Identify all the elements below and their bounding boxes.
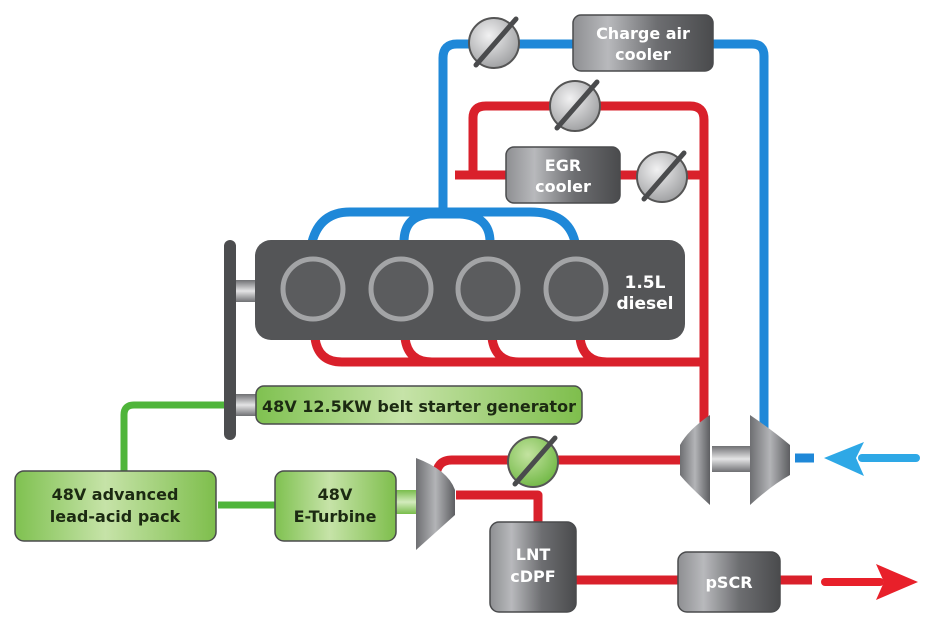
electrical-lines bbox=[120, 401, 276, 509]
cylinder-3 bbox=[455, 256, 521, 322]
engine-label-1: 1.5L bbox=[625, 273, 666, 293]
egr-cooler-label-2: cooler bbox=[535, 177, 591, 196]
cylinder-2 bbox=[368, 256, 434, 322]
engine-block: 1.5L diesel bbox=[255, 240, 685, 340]
turbocharger-icon[interactable] bbox=[680, 415, 790, 505]
cylinder-1 bbox=[280, 256, 346, 322]
exhaust-manifold bbox=[310, 337, 704, 367]
belt-pulley-bar bbox=[224, 240, 236, 440]
battery-pack-label-2: lead-acid pack bbox=[50, 507, 181, 526]
pscr[interactable]: pSCR bbox=[677, 551, 781, 613]
exhaust-runner-2 bbox=[400, 337, 433, 367]
pscr-label: pSCR bbox=[705, 573, 752, 592]
e-turbine-label-1: 48V bbox=[318, 485, 353, 504]
e-turbine[interactable]: 48V E-Turbine bbox=[274, 470, 397, 542]
e-turbine-bypass-valve-icon[interactable] bbox=[507, 435, 559, 488]
charge-air-cooler-label-2: cooler bbox=[615, 45, 671, 64]
e-turbine-label-2: E-Turbine bbox=[294, 507, 377, 526]
crank-shaft-stub bbox=[236, 280, 260, 302]
exhaust-outlet-arrow-icon bbox=[821, 564, 918, 600]
exhaust-runner-4 bbox=[575, 337, 608, 367]
charge-air-cooler[interactable]: Charge air cooler bbox=[572, 14, 714, 72]
bsg-label: 48V 12.5KW belt starter generator bbox=[262, 397, 576, 416]
cylinder-4 bbox=[543, 256, 609, 322]
charge-air-cooler-label-1: Charge air bbox=[596, 24, 690, 43]
bsg-shaft-stub bbox=[236, 394, 260, 416]
egr-bypass-valve-icon[interactable] bbox=[549, 79, 601, 132]
e-turbine-wheel-icon bbox=[416, 458, 455, 550]
e-turbine-shaft bbox=[396, 490, 418, 514]
turbo-compressor-wheel bbox=[750, 415, 790, 505]
turbine-out-pipe bbox=[431, 455, 686, 479]
e-turbine-out-pipe bbox=[456, 490, 543, 525]
egr-cooler[interactable]: EGR cooler bbox=[505, 146, 621, 204]
intake-pipes bbox=[307, 39, 814, 463]
battery-pack-label-1: 48V advanced bbox=[52, 485, 179, 504]
lnt-cdpf-label-1: LNT bbox=[516, 545, 551, 564]
exhaust-runner-3 bbox=[487, 337, 520, 367]
lnt-cdpf-label-2: cDPF bbox=[510, 567, 555, 586]
lnt-cdpf[interactable]: LNT cDPF bbox=[489, 521, 577, 613]
intake-pipe-main bbox=[438, 39, 575, 212]
intake-manifold-center bbox=[399, 209, 495, 243]
bsg-to-battery-line bbox=[120, 401, 228, 472]
cylinders bbox=[280, 256, 609, 322]
egr-cooler-label-1: EGR bbox=[545, 156, 581, 175]
engine-label-2: diesel bbox=[616, 294, 673, 314]
battery-pack[interactable]: 48V advanced lead-acid pack bbox=[14, 470, 217, 542]
belt-starter-generator[interactable]: 48V 12.5KW belt starter generator bbox=[255, 385, 583, 425]
fresh-air-inlet-arrow-icon bbox=[824, 442, 920, 476]
turbo-turbine-wheel bbox=[680, 415, 710, 505]
egr-valve-icon[interactable] bbox=[636, 150, 688, 203]
charge-air-throttle-valve-icon[interactable] bbox=[468, 16, 520, 69]
intake-pipe-cac-return bbox=[712, 39, 769, 430]
